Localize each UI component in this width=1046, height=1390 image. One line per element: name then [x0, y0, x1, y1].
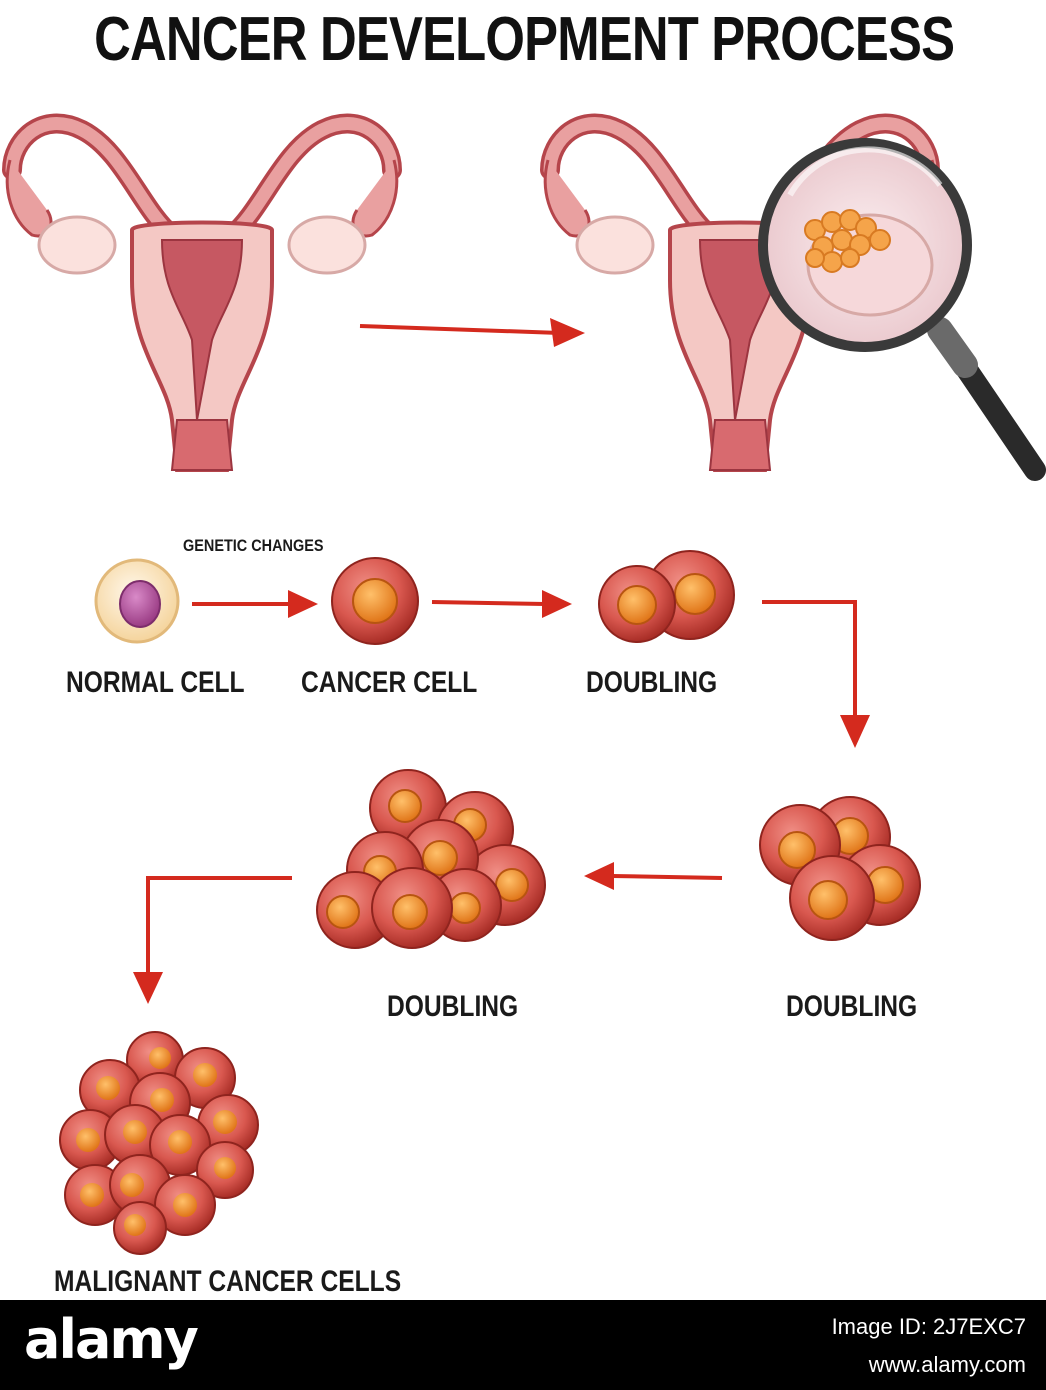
- left-ovary: [37, 215, 117, 275]
- cancer-cell: [331, 557, 419, 645]
- label-doubling-1: DOUBLING: [586, 666, 718, 699]
- doubling-cells-4: [759, 796, 921, 941]
- diseased-uterus-illustration: [545, 124, 935, 470]
- image-id-text: Image ID: 2J7EXC7: [831, 1314, 1026, 1339]
- left-ovary: [575, 215, 655, 275]
- doubling-cells-2: [598, 550, 735, 643]
- label-doubling-3: DOUBLING: [786, 990, 918, 1023]
- magnifying-glass-icon: [758, 138, 1046, 481]
- normal-cell: [94, 558, 180, 644]
- arrow-elbow-down-left: [133, 876, 292, 1004]
- right-ovary: [287, 215, 367, 275]
- label-normal-cell: NORMAL CELL: [66, 666, 245, 699]
- footer-url-text: www.alamy.com: [868, 1352, 1026, 1377]
- label-doubling-2: DOUBLING: [387, 990, 519, 1023]
- normal-uterus-illustration: [7, 124, 397, 470]
- tumor-cluster: [804, 209, 891, 273]
- arrow-uterus-to-uterus: [359, 318, 585, 347]
- label-cancer-cell: CANCER CELL: [301, 666, 478, 699]
- arrow-cancer-to-doubling: [431, 590, 572, 618]
- watermark-footer: alamy Image ID: 2J7EXC7 www.alamy.com: [0, 1300, 1046, 1390]
- page-title: CANCER DEVELOPMENT PROCESS: [94, 5, 955, 74]
- alamy-logo: alamy: [24, 1308, 199, 1371]
- arrow-normal-to-cancer: [192, 590, 318, 618]
- label-genetic-changes: GENETIC CHANGES: [183, 536, 324, 555]
- arrow-elbow-down: [762, 600, 870, 748]
- malignant-cell-cluster: [59, 1031, 259, 1255]
- label-malignant-cancer-cells: MALIGNANT CANCER CELLS: [54, 1265, 402, 1298]
- doubling-cells-8: [316, 769, 546, 949]
- arrow-left-to-cluster-8: [584, 862, 723, 890]
